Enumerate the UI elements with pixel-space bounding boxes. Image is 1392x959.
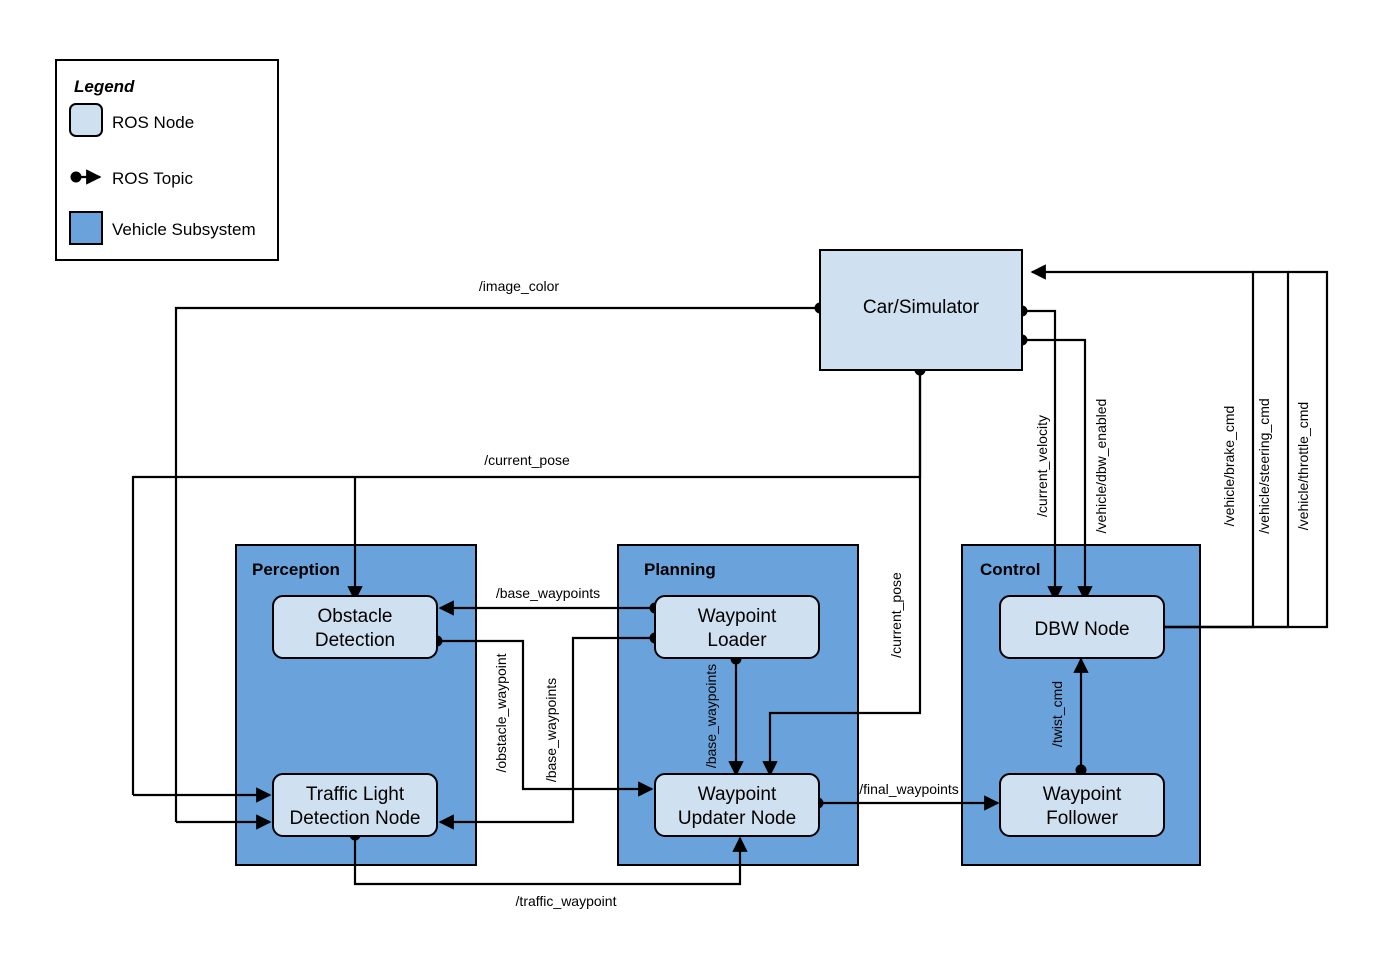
node-obstacle-detection-label-line2: Detection — [315, 630, 395, 651]
node-dbw-node-box[interactable] — [999, 595, 1165, 659]
topic-label-current-pose-right: /current_pose — [888, 572, 904, 658]
node-waypoint-updater-label-line2: Updater Node — [678, 808, 796, 829]
node-dbw-node-label: DBW Node — [1034, 619, 1129, 640]
topic-label-image-color: /image_color — [479, 278, 559, 294]
subsystem-perception-label: Perception — [252, 560, 340, 579]
node-waypoint-loader-label-line1: Waypoint — [698, 606, 777, 627]
node-waypoint-follower-box[interactable] — [999, 773, 1165, 837]
node-waypoint-updater[interactable]: Waypoint Updater Node — [654, 773, 820, 837]
legend-item-label-ros-topic: ROS Topic — [112, 169, 193, 188]
node-obstacle-detection-label-line1: Obstacle — [318, 606, 393, 627]
topic-label-base-waypoints-top: /base_waypoints — [496, 585, 600, 601]
legend-title: Legend — [74, 77, 135, 96]
node-dbw-node[interactable]: DBW Node — [999, 595, 1165, 659]
edge-image-color: /image_color — [174, 278, 826, 830]
node-traffic-light-detection-label-line1: Traffic Light — [306, 784, 405, 805]
node-waypoint-loader-label-line2: Loader — [707, 630, 767, 651]
node-waypoint-follower[interactable]: Waypoint Follower — [999, 773, 1165, 837]
node-car-simulator[interactable]: Car/Simulator — [819, 249, 1023, 371]
topic-label-current-pose-top: /current_pose — [484, 452, 570, 468]
edge-vehicle-throttle-cmd: /vehicle/throttle_cmd — [1164, 270, 1329, 629]
edge-current-pose-right: /current_pose — [762, 370, 922, 777]
topic-label-base-waypoints-mid: /base_waypoints — [543, 678, 559, 782]
edge-twist-cmd: /twist_cmd — [1049, 657, 1089, 776]
topic-label-current-velocity: /current_velocity — [1034, 415, 1050, 517]
node-waypoint-loader-box[interactable] — [654, 595, 820, 659]
node-waypoint-follower-label-line1: Waypoint — [1043, 784, 1122, 805]
edge-base-waypoints-top: /base_waypoints — [438, 585, 661, 616]
node-car-simulator-box[interactable] — [819, 249, 1023, 371]
topic-label-traffic-waypoint: /traffic_waypoint — [516, 893, 617, 909]
node-traffic-light-detection[interactable]: Traffic Light Detection Node — [272, 773, 438, 837]
ros-topic-arrow — [70, 169, 102, 185]
topic-label-vehicle-brake-cmd: /vehicle/brake_cmd — [1221, 406, 1237, 527]
node-obstacle-detection-box[interactable] — [272, 595, 438, 659]
twist-cmd-source-dot — [1075, 764, 1087, 776]
edge-base-waypoints-mid: /base_waypoints — [438, 632, 661, 830]
topic-label-vehicle-dbw-enabled: /vehicle/dbw_enabled — [1093, 399, 1109, 534]
legend: Legend ROS Node ROS Topic Vehicle Subsys… — [55, 59, 279, 261]
node-traffic-light-detection-box[interactable] — [272, 773, 438, 837]
node-waypoint-loader[interactable]: Waypoint Loader — [654, 595, 820, 659]
vehicle-subsystem-swatch — [69, 211, 103, 245]
subsystem-control-label: Control — [980, 560, 1040, 579]
node-car-simulator-label: Car/Simulator — [863, 297, 980, 318]
topic-label-twist-cmd: /twist_cmd — [1049, 681, 1065, 747]
subsystem-planning-label: Planning — [644, 560, 716, 579]
topic-label-base-waypoints-inner: /base_waypoints — [703, 664, 719, 768]
legend-item-label-vehicle-subsystem: Vehicle Subsystem — [112, 220, 256, 239]
node-traffic-light-detection-label-line2: Detection Node — [290, 808, 421, 829]
node-waypoint-updater-label-line1: Waypoint — [698, 784, 777, 805]
topic-label-vehicle-throttle-cmd: /vehicle/throttle_cmd — [1295, 402, 1311, 530]
topic-label-vehicle-steering-cmd: /vehicle/steering_cmd — [1256, 398, 1272, 533]
node-waypoint-updater-box[interactable] — [654, 773, 820, 837]
topic-label-obstacle-waypoint: /obstacle_waypoint — [493, 653, 509, 772]
ros-node-swatch — [69, 103, 103, 137]
topic-label-final-waypoints: /final_waypoints — [859, 781, 959, 797]
legend-item-label-ros-node: ROS Node — [112, 113, 194, 132]
node-waypoint-follower-label-line2: Follower — [1046, 808, 1118, 829]
node-obstacle-detection[interactable]: Obstacle Detection — [272, 595, 438, 659]
